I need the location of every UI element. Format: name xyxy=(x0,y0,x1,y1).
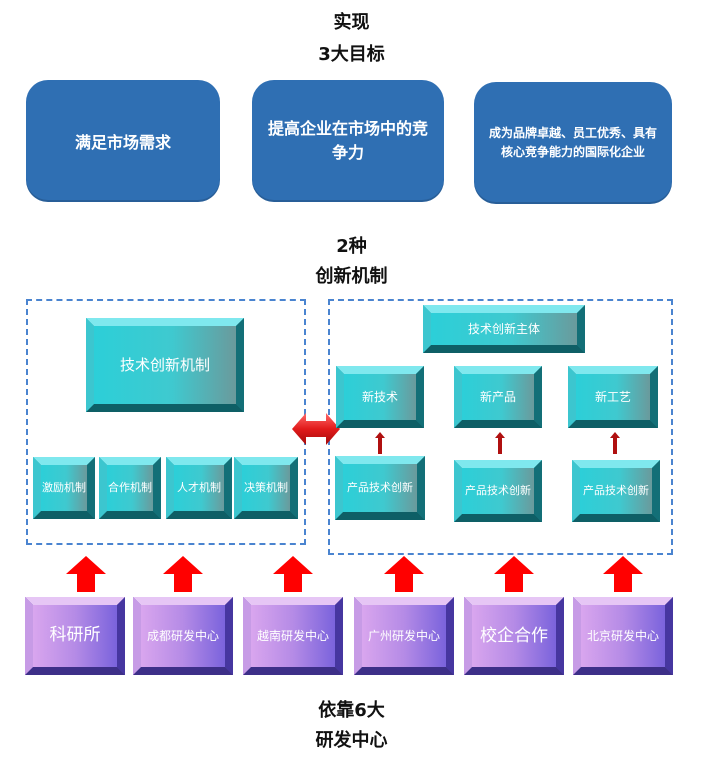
new-technology: 新技术 xyxy=(336,366,424,428)
goal-3-label: 成为品牌卓越、员工优秀、具有核心竞争能力的国际化企业 xyxy=(488,126,657,159)
mechanism-incentive-label: 激励机制 xyxy=(42,481,86,495)
tech-innovation-mechanism: 技术创新机制 xyxy=(86,318,244,412)
product-tech-innovation-3: 产品技术创新 xyxy=(572,460,660,522)
center-guangzhou-label: 广州研发中心 xyxy=(367,628,440,643)
center-vietnam: 越南研发中心 xyxy=(243,597,343,675)
product-tech-innovation-1: 产品技术创新 xyxy=(335,456,425,520)
bottom-heading-line2: 研发中心 xyxy=(315,730,388,751)
center-chengdu: 成都研发中心 xyxy=(133,597,233,675)
goal-2-label: 提高企业在市场中的竞争力 xyxy=(267,119,428,162)
product-tech-innovation-2-label: 产品技术创新 xyxy=(465,484,531,498)
product-tech-innovation-3-label: 产品技术创新 xyxy=(583,484,649,498)
product-tech-innovation-1-label: 产品技术创新 xyxy=(347,481,413,495)
mechanism-decision-label: 决策机制 xyxy=(244,481,288,495)
center-research-institute: 科研所 xyxy=(25,597,125,675)
new-process-label: 新工艺 xyxy=(594,389,631,404)
product-tech-innovation-2: 产品技术创新 xyxy=(454,460,542,522)
mechanism-talent-label: 人才机制 xyxy=(177,481,221,495)
new-process: 新工艺 xyxy=(568,366,658,428)
tech-innovation-subject-label: 技术创新主体 xyxy=(467,321,540,336)
small-up-arrow-icon-2 xyxy=(495,432,505,454)
mechanism-talent: 人才机制 xyxy=(166,457,232,519)
up-arrow-icon-1 xyxy=(66,556,106,592)
up-arrow-icon-5 xyxy=(494,556,534,592)
mechanism-decision: 决策机制 xyxy=(234,457,298,519)
goal-1: 满足市场需求 xyxy=(26,80,220,202)
up-arrow-icon-3 xyxy=(273,556,313,592)
up-arrow-icon-2 xyxy=(163,556,203,592)
new-product: 新产品 xyxy=(454,366,542,428)
tech-innovation-subject: 技术创新主体 xyxy=(423,305,585,353)
goal-3: 成为品牌卓越、员工优秀、具有核心竞争能力的国际化企业 xyxy=(474,82,672,204)
goal-2: 提高企业在市场中的竞争力 xyxy=(252,80,444,202)
small-up-arrow-icon-3 xyxy=(610,432,620,454)
tech-innovation-mechanism-label: 技术创新机制 xyxy=(119,355,210,374)
center-beijing: 北京研发中心 xyxy=(573,597,673,675)
mid-heading-line1: 2种 xyxy=(336,236,367,257)
center-research-institute-label: 科研所 xyxy=(49,625,101,646)
center-guangzhou: 广州研发中心 xyxy=(354,597,454,675)
bottom-heading-line1: 依靠6大 xyxy=(318,700,385,721)
up-arrow-icon-4 xyxy=(384,556,424,592)
center-school-enterprise: 校企合作 xyxy=(464,597,564,675)
mechanism-cooperation: 合作机制 xyxy=(99,457,161,519)
mechanism-cooperation-label: 合作机制 xyxy=(108,481,152,495)
goal-1-label: 满足市场需求 xyxy=(74,133,171,152)
center-chengdu-label: 成都研发中心 xyxy=(146,628,219,643)
top-heading-line1: 实现 xyxy=(333,12,370,33)
mid-heading-line2: 创新机制 xyxy=(315,266,388,287)
new-technology-label: 新技术 xyxy=(361,389,398,404)
new-product-label: 新产品 xyxy=(479,389,516,404)
double-arrow-icon xyxy=(292,413,340,445)
up-arrow-icon-6 xyxy=(603,556,643,592)
mechanism-incentive: 激励机制 xyxy=(33,457,95,519)
center-school-enterprise-label: 校企合作 xyxy=(480,626,548,646)
center-vietnam-label: 越南研发中心 xyxy=(256,628,329,643)
center-beijing-label: 北京研发中心 xyxy=(586,628,659,643)
small-up-arrow-icon-1 xyxy=(375,432,385,454)
top-heading-line2: 3大目标 xyxy=(318,44,385,65)
